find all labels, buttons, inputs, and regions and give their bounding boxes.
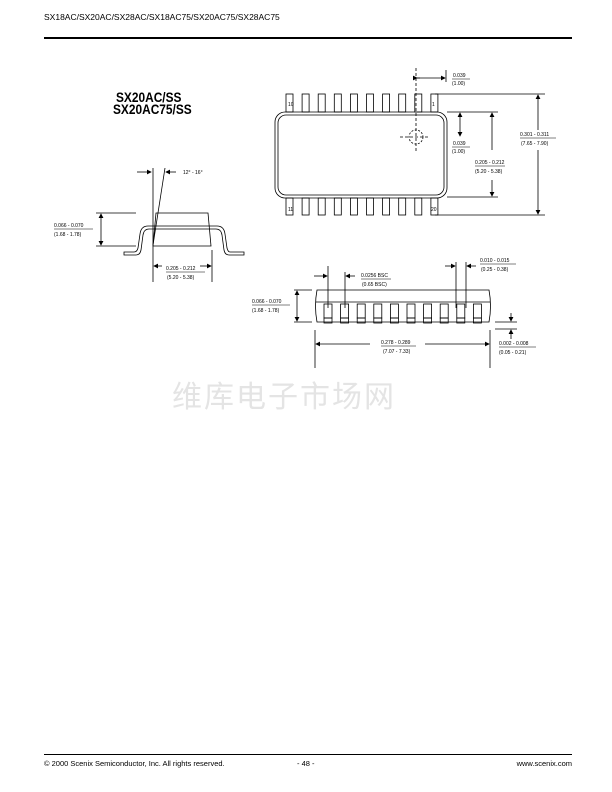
header-rule	[44, 37, 572, 39]
dim-label: (0.25 - 0.38)	[481, 267, 509, 273]
dim-label: 0.301 - 0.311	[520, 132, 549, 138]
lead	[456, 303, 466, 319]
footer-url: www.scenix.com	[516, 759, 572, 768]
lead	[333, 93, 342, 113]
lead	[382, 197, 391, 216]
lead	[456, 317, 466, 324]
dim-label: 0.066 - 0.070	[54, 223, 84, 229]
lead	[349, 197, 358, 216]
end-view: 0.0256 BSC (0.65 BSC) 0.010 - 0.015 (0.2…	[252, 258, 536, 368]
dim-label: 0.278 - 0.289	[381, 340, 411, 346]
angle-label: 12° - 16°	[183, 170, 203, 176]
dim-label: (1.68 - 1.78)	[252, 308, 280, 314]
lead	[406, 303, 416, 319]
dim-label: (5.20 - 5.38)	[167, 275, 195, 281]
dim-label: 0.010 - 0.015	[480, 258, 510, 264]
lead	[323, 317, 333, 324]
lead	[356, 303, 366, 319]
lead	[472, 317, 482, 324]
dim-label: 0.002 - 0.008	[499, 341, 529, 347]
lead	[349, 93, 358, 113]
lead	[373, 317, 383, 324]
dim-label: (1.68 - 1.78)	[54, 232, 82, 238]
lead	[301, 197, 310, 216]
pin-label: 1	[432, 102, 435, 108]
lead	[285, 93, 294, 113]
lead	[414, 93, 423, 113]
lead	[398, 93, 407, 113]
lead	[366, 93, 374, 113]
lead	[414, 197, 423, 216]
lead	[356, 317, 366, 324]
top-view: 10 1 11 20 0.039 (1.00) 0.039 (1.00) 0.2…	[274, 68, 556, 216]
dim-label: (1.00)	[452, 149, 465, 155]
diagram-title-2: SX20AC75/SS	[113, 101, 192, 117]
lead	[389, 317, 399, 324]
lead	[340, 317, 350, 324]
lead	[423, 317, 433, 324]
dim-label: 0.205 - 0.212	[475, 160, 505, 166]
footer-rule	[44, 754, 572, 755]
pin-label: 10	[288, 102, 294, 108]
dim-label: (1.00)	[452, 81, 465, 87]
dim-label: (5.20 - 5.38)	[475, 169, 503, 175]
lead	[285, 197, 294, 216]
lead	[406, 317, 416, 324]
lead	[439, 317, 449, 324]
pin-label: 11	[288, 207, 293, 213]
lead	[423, 303, 433, 319]
lead	[389, 303, 399, 319]
dim-label: (0.05 - 0.21)	[499, 350, 527, 356]
lead	[373, 303, 383, 319]
dim-label: 0.0256 BSC	[361, 273, 388, 279]
lead	[398, 197, 407, 216]
dim-label: 0.039	[453, 141, 466, 147]
lead	[430, 197, 439, 216]
dim-label: (0.65 BSC)	[362, 282, 387, 288]
pin-label: 20	[431, 207, 437, 213]
dim-label: (7.07 - 7.33)	[383, 349, 411, 355]
header-title: SX18AC/SX20AC/SX28AC/SX18AC75/SX20AC75/S…	[44, 12, 280, 22]
footer-page-number: - 48 -	[297, 759, 315, 768]
lead	[382, 93, 391, 113]
lead	[430, 93, 439, 113]
dim-label: 0.066 - 0.070	[252, 299, 282, 305]
watermark: 维库电子市场网	[172, 380, 396, 415]
lead	[317, 197, 326, 216]
lead	[472, 303, 482, 319]
footer-copyright: © 2000 Scenix Semiconductor, Inc. All ri…	[44, 759, 225, 768]
dim-label: (7.65 - 7.90)	[521, 141, 549, 147]
side-view: 12° - 16° 0.066 - 0.070 (1.68 - 1.78) 0.…	[54, 167, 245, 282]
dim-label: 0.205 - 0.212	[166, 266, 196, 272]
lead	[439, 303, 449, 319]
diagram-title-1: SX20AC/SS	[116, 89, 182, 105]
dim-label: 0.039	[453, 73, 466, 79]
lead	[301, 93, 310, 113]
lead	[333, 197, 342, 216]
lead	[366, 197, 374, 216]
lead	[317, 93, 326, 113]
